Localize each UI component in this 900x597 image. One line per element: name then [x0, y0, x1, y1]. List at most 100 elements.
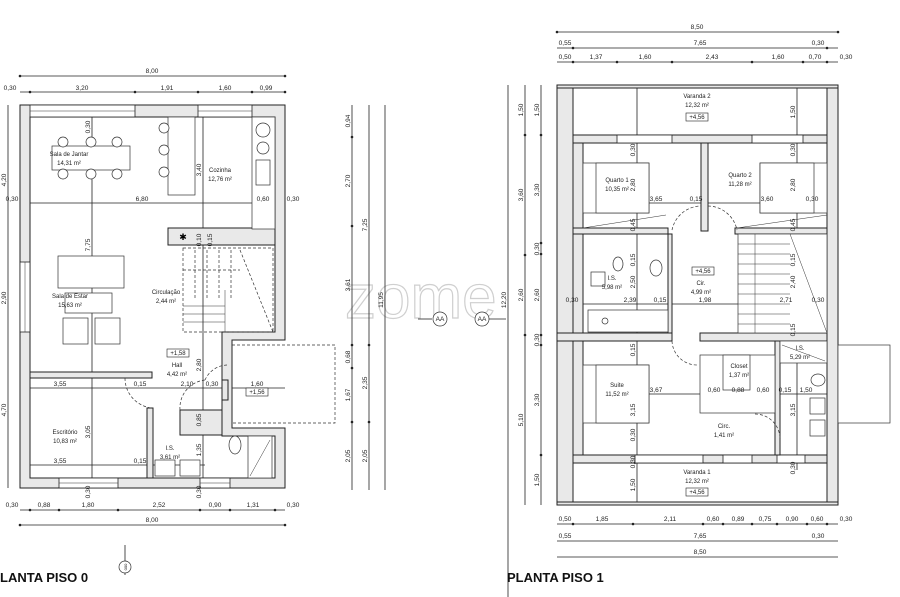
- dimension-label: 0,68: [345, 350, 352, 363]
- room-name: Varanda 2: [683, 94, 711, 100]
- dimension-label: 3,65: [650, 196, 663, 203]
- dimension-label: 3,30: [534, 183, 541, 196]
- dimension-label: 8,50: [694, 549, 707, 556]
- dimension-label: 2,52: [153, 502, 166, 509]
- room-area: 12,32 m²: [685, 103, 709, 109]
- dimension-label: 1,60: [772, 54, 785, 61]
- dimension-label: 3,15: [790, 403, 797, 416]
- dimension-label: 1,60: [219, 85, 232, 92]
- room-name: Hall: [172, 363, 182, 369]
- dimension-label: 1,98: [699, 297, 712, 304]
- room-name: Escritório: [52, 430, 78, 436]
- level-marker-box: [166, 348, 190, 358]
- room-area: 4,99 m²: [691, 290, 711, 296]
- dimension-label: 5,10: [518, 413, 525, 426]
- dimension-label: 0,85: [196, 413, 203, 426]
- dimension-label: 3,05: [85, 425, 92, 438]
- room-area: 10,83 m²: [53, 439, 77, 445]
- dimension-label: 0,30: [566, 297, 579, 304]
- room-area: 12,76 m²: [208, 177, 232, 183]
- room-name: Sala de Estar: [52, 294, 88, 300]
- dimension-label: 0,30: [812, 533, 825, 540]
- room-name: I.S.: [607, 276, 616, 282]
- dimension-label: 1,50: [790, 105, 797, 118]
- dimension-label: 3,67: [650, 387, 663, 394]
- dimension-label: 0,30: [806, 196, 819, 203]
- dimension-label: 2,80: [630, 178, 637, 191]
- dimension-label: 3,15: [630, 403, 637, 416]
- dimension-label: 0,30: [6, 502, 19, 509]
- dimension-label: 2,05: [362, 449, 369, 462]
- room-name: Cir.: [697, 281, 706, 287]
- room-name: Quarto 2: [728, 173, 752, 179]
- dimension-label: 0,30: [534, 333, 541, 346]
- dimension-label: 0,88: [38, 502, 51, 509]
- room-name: Varanda 1: [683, 470, 711, 476]
- dimension-label: 0,30: [4, 85, 17, 92]
- dimension-label: 3,61: [345, 278, 352, 291]
- dimension-label: 0,45: [790, 218, 797, 231]
- level-marker: +4,56: [689, 115, 705, 121]
- dimension-label: 0,15: [654, 297, 667, 304]
- dimension-label: 0,90: [209, 502, 222, 509]
- dimension-label: 0,55: [559, 533, 572, 540]
- dimension-label: 7,25: [362, 218, 369, 231]
- room-name: Circulação: [152, 290, 181, 296]
- dimension-label: 8,00: [146, 68, 159, 75]
- dimension-label: 0,50: [559, 54, 572, 61]
- dimension-label: 0,30: [840, 54, 853, 61]
- dimension-label: 0,70: [809, 54, 822, 61]
- dimension-label: 0,15: [207, 233, 214, 246]
- dimension-label: 0,30: [85, 120, 92, 133]
- dimension-label: 2,10: [181, 381, 194, 388]
- dimension-label: 0,50: [559, 516, 572, 523]
- dimension-label: 0,45: [630, 218, 637, 231]
- room-area: 10,35 m²: [605, 187, 629, 193]
- level-marker: +1,56: [249, 390, 265, 396]
- dimension-label: 11,95: [378, 292, 385, 308]
- dimension-label: 1,50: [630, 478, 637, 491]
- dimension-label: 0,30: [790, 461, 797, 474]
- room-area: 11,52 m²: [605, 392, 628, 398]
- dimension-label: 3,55: [54, 381, 67, 388]
- room-area: 1,37 m²: [729, 373, 749, 379]
- dimension-label: 1,85: [596, 516, 609, 523]
- room-name: Quarto 1: [605, 178, 629, 184]
- dimension-label: 2,90: [1, 291, 8, 304]
- dimension-label: 0,30: [196, 485, 203, 498]
- dimension-label: 0,94: [345, 114, 352, 127]
- dimension-label: 0,30: [534, 242, 541, 255]
- level-marker-box: [245, 387, 269, 397]
- dimension-label: 7,65: [694, 533, 707, 540]
- room-area: 1,41 m²: [714, 433, 734, 439]
- dimension-label: 0,60: [708, 387, 721, 394]
- section-markers: AA AA: [418, 311, 506, 327]
- room-area: 12,32 m²: [685, 479, 709, 485]
- dimension-label: 1,31: [247, 502, 260, 509]
- dimension-label: 8,00: [146, 517, 159, 524]
- dimension-label: 3,60: [761, 196, 774, 203]
- dimension-label: 0,30: [630, 455, 637, 468]
- fan-icon: ✱: [179, 232, 187, 242]
- room-name: Circ.: [718, 424, 731, 430]
- dimension-label: 0,30: [287, 502, 300, 509]
- dimension-label: 2,60: [518, 288, 525, 301]
- room-area: 11,28 m²: [728, 182, 751, 188]
- dimension-label: 1,80: [82, 502, 95, 509]
- dimension-label: 0,30: [85, 485, 92, 498]
- dimension-label: 3,20: [76, 85, 89, 92]
- dimension-label: 0,30: [840, 516, 853, 523]
- dimension-label: 0,15: [630, 343, 637, 356]
- dimension-label: 4,70: [1, 403, 8, 416]
- room-name: I.S.: [795, 346, 804, 352]
- dimension-label: 7,75: [85, 238, 92, 251]
- floor-1-title: PLANTA PISO 1: [507, 570, 604, 585]
- room-name: I.S.: [165, 446, 174, 452]
- dimension-label: 2,60: [534, 288, 541, 301]
- dimension-label: 0,60: [707, 516, 720, 523]
- dimension-label: 0,30: [630, 428, 637, 441]
- level-marker: +4,56: [689, 490, 705, 496]
- dimension-label: 1,50: [518, 103, 525, 116]
